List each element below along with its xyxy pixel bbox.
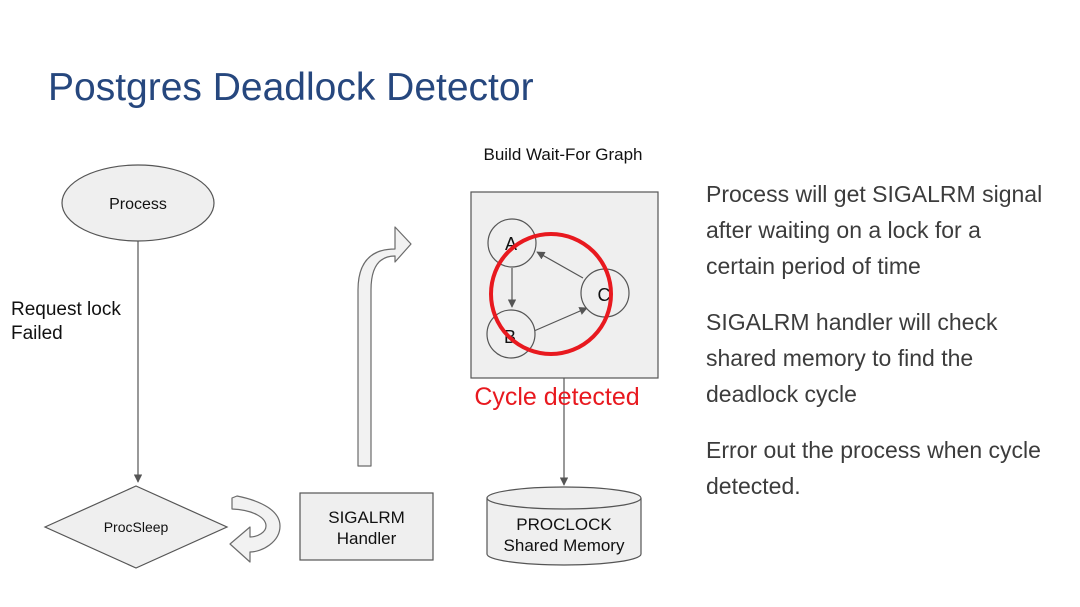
graph-node-a (487, 218, 537, 268)
wait-for-graph-heading: Build Wait-For Graph (483, 145, 642, 164)
cycle-detected-label: Cycle detected (474, 383, 639, 411)
note-error-out: Error out the process when cycle detecte… (706, 437, 1041, 499)
edge-b-to-c (533, 307, 588, 332)
sleep-loop-arrow (229, 495, 281, 563)
graph-node-c-label: C (598, 285, 611, 305)
procsleep-node (43, 485, 229, 569)
notes-panel: Process will get SIGALRM signal after wa… (706, 176, 1056, 524)
edge-c-to-a (536, 251, 584, 279)
slide-title: Postgres Deadlock Detector (48, 66, 534, 109)
proclock-storage-node (486, 498, 642, 566)
note-sigalrm-signal: Process will get SIGALRM signal after wa… (706, 181, 1043, 279)
sigalrm-handler-node (299, 492, 434, 561)
request-failed-label: Failed (11, 323, 63, 344)
cycle-highlight-circle (489, 232, 613, 356)
procsleep-label: ProcSleep (104, 519, 169, 535)
proclock-storage-top (486, 486, 642, 510)
handler-line-2: Handler (337, 529, 397, 548)
process-label: Process (109, 196, 167, 213)
handler-to-graph-arrow (357, 226, 412, 467)
storage-line-1: PROCLOCK (516, 515, 612, 534)
request-lock-label: Request lock (11, 299, 121, 320)
storage-line-2: Shared Memory (504, 536, 625, 555)
note-handler-check: SIGALRM handler will check shared memory… (706, 309, 998, 407)
handler-line-1: SIGALRM (328, 508, 405, 527)
